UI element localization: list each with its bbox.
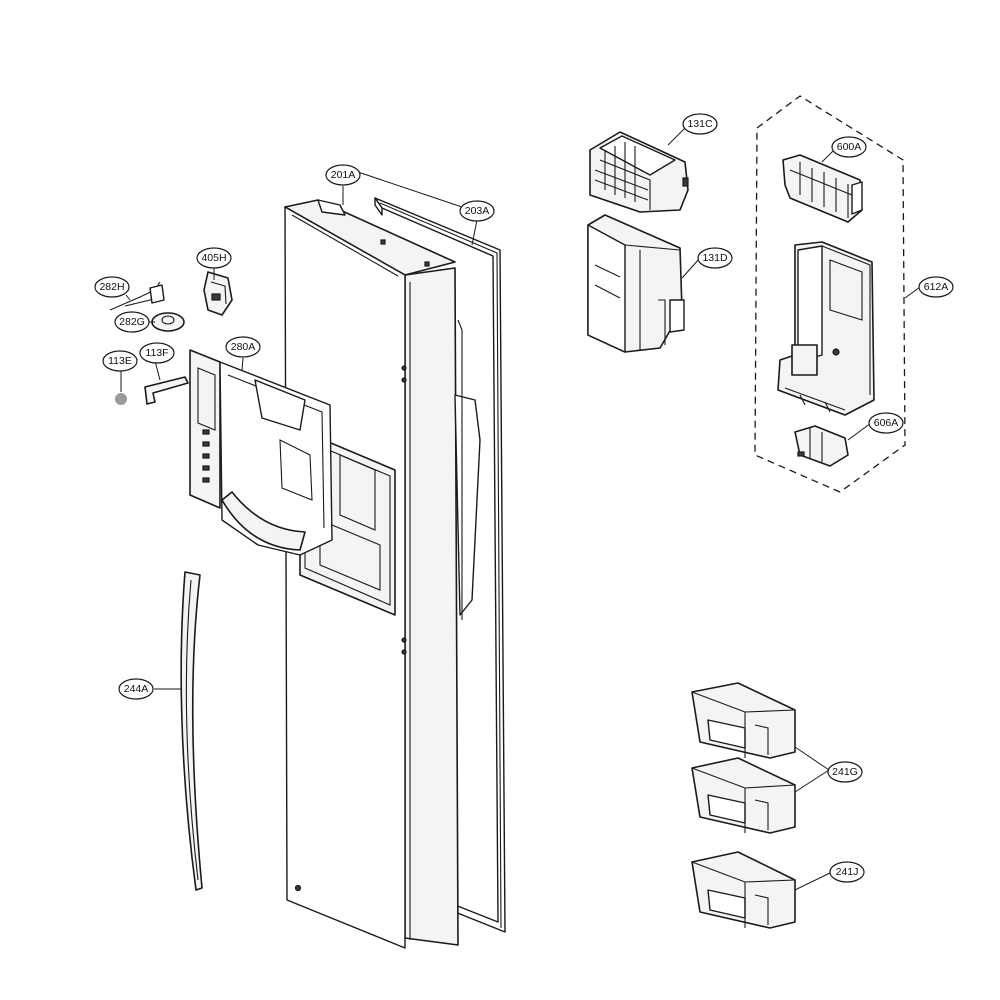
label-280a: 280A — [225, 336, 261, 358]
actuator-part-282g — [151, 312, 185, 332]
label-600a: 600A — [831, 136, 867, 158]
label-405h-text: 405H — [201, 252, 226, 264]
label-131c-text: 131C — [687, 118, 713, 130]
label-113f-text: 113F — [145, 347, 168, 359]
label-244a-text: 244A — [124, 683, 149, 695]
label-282h: 282H — [94, 276, 130, 298]
lever-part-282h — [109, 281, 165, 311]
button-part-113e — [115, 393, 127, 405]
ice-bin-cover-part — [589, 131, 689, 213]
label-201a-text: 201A — [331, 169, 356, 181]
label-131d-text: 131D — [702, 252, 728, 264]
door-basket-part-2 — [691, 757, 796, 834]
label-241g: 241G — [827, 761, 863, 783]
label-113f: 113F — [139, 342, 175, 364]
label-244a: 244A — [118, 678, 154, 700]
label-241j-text: 241J — [836, 866, 859, 878]
leader-lines — [120, 127, 921, 891]
refrigerator-door-part — [284, 199, 481, 949]
ice-bin-part — [587, 214, 685, 353]
label-203a-text: 203A — [465, 205, 490, 217]
label-282g: 282G — [114, 311, 150, 333]
label-280a-text: 280A — [231, 341, 256, 353]
icemaker-part — [782, 154, 863, 223]
label-131c: 131C — [682, 113, 718, 135]
label-113e-text: 113E — [108, 355, 132, 367]
door-handle-part — [180, 571, 203, 891]
label-241g-text: 241G — [832, 766, 858, 778]
label-600a-text: 600A — [837, 141, 862, 153]
switch-bracket-part-405h — [203, 271, 233, 316]
label-606a-text: 606A — [874, 417, 899, 429]
label-282g-text: 282G — [119, 316, 145, 328]
dispenser-cover-part — [189, 349, 333, 556]
label-203a: 203A — [459, 200, 495, 222]
label-241j: 241J — [829, 861, 865, 883]
clip-part-113f — [144, 376, 189, 405]
label-612a: 612A — [918, 276, 954, 298]
label-113e: 113E — [102, 350, 138, 372]
label-612a-text: 612A — [924, 281, 949, 293]
icemaker-housing-part — [777, 241, 875, 416]
label-282h-text: 282H — [99, 281, 124, 293]
door-basket-part-3 — [691, 851, 796, 929]
icemaker-assembly-group-outline — [754, 95, 906, 493]
label-405h: 405H — [196, 247, 232, 269]
door-basket-part-1 — [691, 682, 796, 759]
label-201a: 201A — [325, 164, 361, 186]
label-606a: 606A — [868, 412, 904, 434]
auger-motor-part — [794, 425, 849, 467]
label-131d: 131D — [697, 247, 733, 269]
